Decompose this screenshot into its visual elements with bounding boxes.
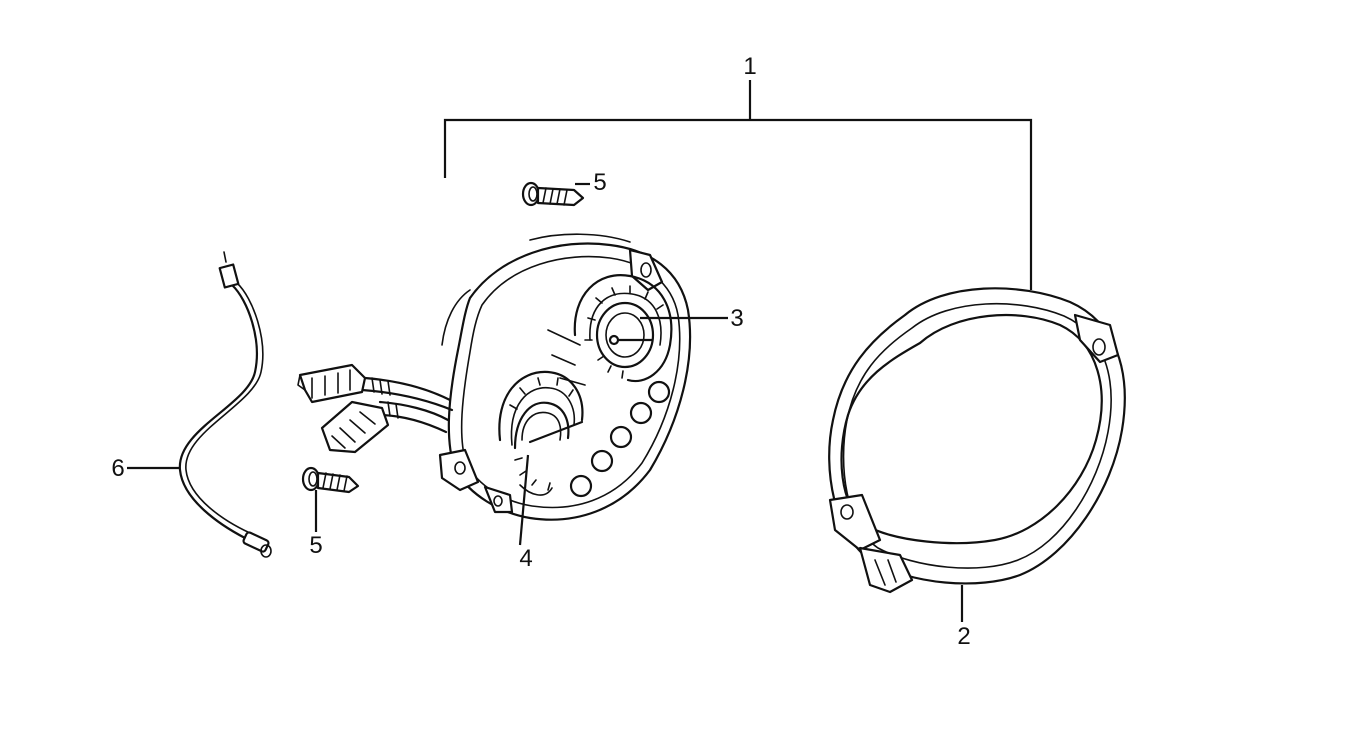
indicator-lamps bbox=[569, 380, 671, 498]
connector-upper bbox=[297, 363, 367, 404]
callout-4: 4 bbox=[519, 545, 532, 572]
wire-harness bbox=[360, 376, 454, 434]
callout-5-bottom: 5 bbox=[309, 532, 322, 559]
screw-top bbox=[521, 181, 585, 207]
assembly-bracket bbox=[443, 80, 1033, 290]
screw-bottom bbox=[301, 466, 360, 494]
gauge-upper bbox=[573, 274, 673, 383]
callout-1: 1 bbox=[743, 53, 756, 80]
leader-lines bbox=[127, 182, 964, 622]
connector-lower bbox=[320, 400, 390, 454]
callout-3: 3 bbox=[730, 305, 743, 332]
callout-2: 2 bbox=[957, 623, 970, 650]
callout-6: 6 bbox=[111, 455, 124, 482]
callout-5-top: 5 bbox=[593, 169, 606, 196]
meter-cover bbox=[828, 287, 1126, 594]
gauge-lower bbox=[498, 370, 584, 496]
speedometer-cable bbox=[178, 251, 272, 558]
meter-body bbox=[438, 233, 692, 521]
